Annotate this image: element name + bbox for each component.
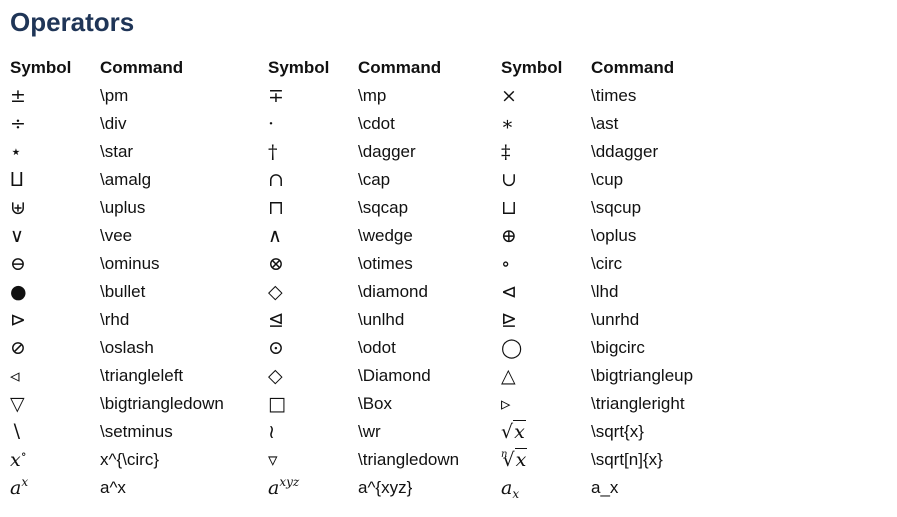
operator-symbol: ⨿: [10, 169, 24, 191]
operator-command: \sqcup: [591, 198, 642, 217]
operator-symbol: ax: [501, 477, 520, 501]
operator-symbol: x∘: [10, 447, 27, 471]
operator-symbol: ⊖: [10, 253, 26, 275]
symbol-header: Symbol: [501, 58, 563, 77]
operator-symbol: ⋆: [10, 141, 22, 163]
operator-command: \pm: [100, 86, 129, 105]
operator-command: \vee: [100, 226, 133, 245]
operator-symbol: ‡: [501, 141, 511, 163]
operator-symbol: ÷: [10, 113, 26, 135]
operator-symbol: ∧: [268, 225, 282, 247]
operator-symbol: △: [501, 365, 516, 387]
operator-symbol: ·: [268, 113, 275, 135]
operator-symbol: ◃: [10, 365, 20, 387]
operator-command: \bullet: [100, 282, 146, 301]
operator-command: \bigcirc: [591, 338, 645, 357]
page-title: Operators: [10, 7, 135, 37]
operator-command: a_x: [591, 478, 619, 497]
operator-command: \dagger: [358, 142, 416, 161]
operator-command: \mp: [358, 86, 387, 105]
operator-command: \ast: [591, 114, 619, 133]
operator-symbol: ⊴: [268, 309, 284, 331]
operator-command: \triangleleft: [100, 366, 184, 385]
operator-symbol: ×: [501, 85, 517, 107]
operator-command: \oslash: [100, 338, 154, 357]
operator-symbol: ⊓: [268, 197, 284, 219]
operator-command: \uplus: [100, 198, 146, 217]
operator-command: \Diamond: [358, 366, 431, 385]
operator-symbol: ⊕: [501, 225, 517, 247]
operator-symbol: ∩: [268, 169, 284, 191]
command-header: Command: [358, 58, 442, 77]
operator-command: \odot: [358, 338, 396, 357]
operator-symbol: ∘: [501, 253, 511, 275]
operator-command: \cup: [591, 170, 624, 189]
operator-symbol: ⊔: [501, 197, 517, 219]
operator-command: \diamond: [358, 282, 428, 301]
operator-symbol: ⊎: [10, 197, 26, 219]
operator-command: a^{xyz}: [358, 478, 413, 497]
operator-symbol: □: [268, 393, 286, 415]
operator-command: \ddagger: [591, 142, 659, 161]
operator-command: \div: [100, 114, 127, 133]
operator-command: \wedge: [358, 226, 413, 245]
operator-command: \ominus: [100, 254, 160, 273]
command-header: Command: [100, 58, 184, 77]
operator-command: \rhd: [100, 310, 130, 329]
operator-command: x^{\circ}: [100, 450, 159, 469]
operator-command: \cap: [358, 170, 391, 189]
operator-symbol: †: [268, 141, 278, 163]
operator-symbol: ∗: [501, 113, 514, 135]
operator-symbol: ∖: [10, 421, 23, 443]
operator-symbol: ⊘: [10, 337, 26, 359]
operator-command: \otimes: [358, 254, 413, 273]
operator-command: \wr: [358, 422, 381, 441]
operator-symbol: ▹: [501, 393, 511, 415]
operator-command: \oplus: [591, 226, 637, 245]
operator-command: \bigtriangleup: [591, 366, 694, 385]
operator-symbol: ⊲: [501, 281, 517, 303]
command-header: Command: [591, 58, 675, 77]
operator-symbol: ≀: [268, 421, 276, 443]
operator-symbol: ⊳: [10, 309, 26, 331]
operator-symbol: ⊙: [268, 337, 284, 359]
operator-command: \bigtriangledown: [100, 394, 224, 413]
operator-symbol: √x: [501, 420, 526, 443]
operator-symbol: ∪: [501, 169, 517, 191]
operator-symbol: n√x: [501, 448, 528, 471]
operator-symbol: ∓: [268, 85, 284, 107]
operator-command: \triangledown: [358, 450, 460, 469]
operator-command: \times: [591, 86, 637, 105]
operator-symbol: ▿: [268, 449, 278, 471]
operator-command: \circ: [591, 254, 623, 273]
operator-command: \setminus: [100, 422, 173, 441]
operator-symbol: ±: [10, 85, 26, 107]
operator-command: \triangleright: [591, 394, 685, 413]
operator-symbol: ⊵: [501, 309, 517, 331]
operator-symbol: ●: [10, 281, 27, 303]
operator-command: \amalg: [100, 170, 152, 189]
operator-command: \unlhd: [358, 310, 405, 329]
operator-command: \sqrt[n]{x}: [591, 450, 663, 469]
operator-symbol: ◇: [268, 365, 283, 387]
operator-symbol: ax: [10, 475, 29, 499]
operator-symbol: ▽: [10, 393, 25, 415]
operator-symbol: ◯: [501, 337, 523, 359]
operator-symbol: ◇: [268, 281, 283, 303]
symbol-header: Symbol: [10, 58, 72, 77]
operator-command: \cdot: [358, 114, 395, 133]
operator-command: \unrhd: [591, 310, 640, 329]
operator-symbol: ⊗: [268, 253, 284, 275]
operator-command: \sqrt{x}: [591, 422, 644, 441]
operator-symbol: axyz: [268, 475, 300, 499]
operator-command: \star: [100, 142, 134, 161]
operator-command: a^x: [100, 478, 126, 497]
operator-symbol: ∨: [10, 225, 24, 247]
operator-command: \lhd: [591, 282, 619, 301]
operator-command: \Box: [358, 394, 393, 413]
symbol-header: Symbol: [268, 58, 330, 77]
operator-command: \sqcap: [358, 198, 409, 217]
